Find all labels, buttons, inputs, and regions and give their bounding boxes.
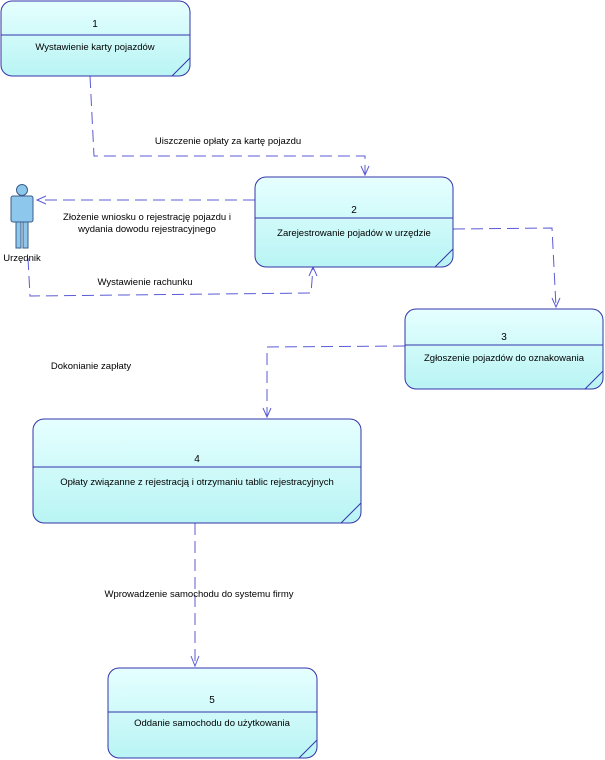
flow-line-3-4 [266, 345, 406, 417]
process-box-2[interactable]: 2 Zarejestrowanie pojadów w urzędzie [254, 176, 454, 268]
flow-label-1: Uiszczenie opłaty za kartę pojazdu [155, 136, 301, 147]
process-name-5: Oddanie samochodu do użytkowania [134, 718, 291, 729]
process-box-5[interactable]: 5 Oddanie samochodu do użytkowania [107, 667, 318, 759]
flow-label-2-line1: Złożenie wniosku o rejestrację pojazdu i [63, 212, 231, 223]
flow-line-2-3 [452, 227, 557, 308]
flow-line-actor-2 [27, 257, 314, 297]
arrowhead-3-4 [262, 407, 272, 419]
actor-label: Urzędnik [3, 253, 41, 264]
actor-icon[interactable] [10, 184, 34, 249]
process-box-4[interactable]: 4 Opłaty związanne z rejestracją i otrzy… [32, 418, 362, 524]
flow-label-3: Wystawienie rachunku [98, 277, 193, 288]
process-number-3: 3 [501, 332, 507, 343]
flow-label-5: Wprowadzenie samochodu do systemu firmy [104, 589, 293, 600]
arrowhead-4-5 [190, 655, 200, 668]
process-box-3[interactable]: 3 Zgłoszenie pojazdów do oznakowania [404, 308, 604, 390]
process-name-1: Wystawienie karty pojazdów [35, 42, 154, 53]
process-name-3: Zgłoszenie pojazdów do oznakowania [424, 353, 585, 364]
flow-label-4: Dokonianie zapłaty [51, 361, 132, 372]
arrowhead-2-actor [35, 195, 47, 205]
process-name-2: Zarejestrowanie pojadów w urzędzie [277, 228, 431, 239]
arrowhead-2-3 [551, 297, 561, 309]
flow-label-2-line2: wydania dowodu rejestracyjnego [77, 224, 216, 235]
process-number-1: 1 [92, 19, 98, 30]
arrowhead-1-2 [360, 165, 370, 177]
process-box-1[interactable]: 1 Wystawienie karty pojazdów [0, 0, 191, 77]
process-number-2: 2 [351, 205, 357, 216]
process-name-4: Opłaty związanne z rejestracją i otrzyma… [60, 477, 334, 488]
process-number-5: 5 [209, 695, 215, 706]
flow-line-1-2 [89, 75, 366, 174]
process-number-4: 4 [194, 454, 200, 465]
